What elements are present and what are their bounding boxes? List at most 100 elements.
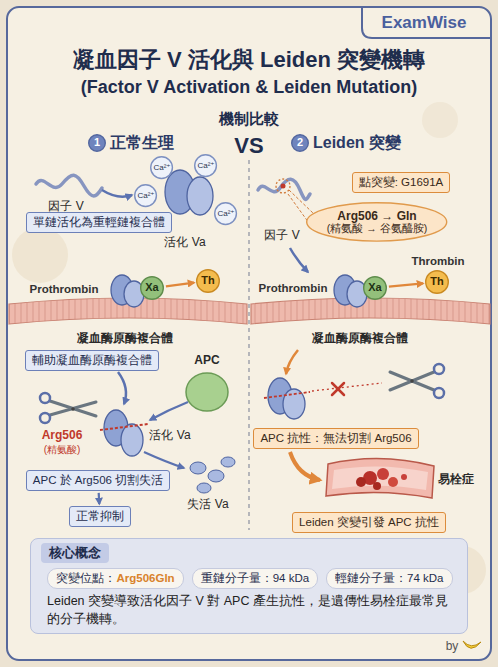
protein-label: Prothrombin [259,282,328,295]
banana-icon [463,641,481,648]
blocked-path [312,383,382,391]
circle-outline [141,277,164,300]
flow-arrow [290,452,320,480]
node-text: Leiden 突變導致活化因子 V 對 APC 產生抗性，是遺傳性易栓症最常見的… [47,593,453,628]
node-text: 正常抑制 [76,509,124,524]
connector [98,493,101,504]
node-text: Th [430,276,443,288]
mutation-box: 點突變: G1691A [352,172,451,193]
circle-outline [364,277,387,300]
process-box: 單鏈活化為重輕鏈複合體 [26,212,172,233]
protein-label: 失活 Va [187,498,228,512]
brand-tab [362,8,490,38]
section-heading: 機制比較 [219,110,279,127]
calcium-ion: Ca²⁺ [150,156,173,179]
concept-panel: 核心概念 Leiden 突變導致活化因子 V 對 APC 產生抗性，是遺傳性易栓症… [30,538,468,634]
process-box: 輔助凝血酶原酶複合體 [25,350,159,371]
flow-arrow [118,372,126,404]
enzyme-label: APC [194,354,219,368]
credit-text: by [446,640,459,654]
circle-outline [151,157,173,179]
node-text: Xa [368,282,381,294]
node-text: (精氨酸 → 谷氨醯胺) [327,223,427,234]
complex-label: 凝血酶原酶複合體 [77,332,173,346]
node-text: APC 於 Arg506 切割失活 [33,473,163,488]
flow-arrow [144,452,184,468]
condition-label: 易栓症 [438,473,474,487]
protein-label: 因子 V [264,229,299,243]
calcium-ion: Ca²⁺ [194,154,217,177]
fact-pill: 重鏈分子量：94 kDa [192,568,318,589]
node-text: Xa [145,282,158,294]
ellipse-outline [307,203,447,241]
circle-outline [292,135,309,152]
flow-arrow [290,248,308,272]
calcium-ion: Ca²⁺ [134,184,157,207]
protein-label: 活化 Va [149,429,190,443]
fact-pill: 輕鏈分子量：74 kDa [326,568,452,589]
node-text: Arg506 → Gln [337,210,416,223]
versus-text: VS [234,133,263,158]
process-box: APC 抗性：無法切割 Arg506 [253,428,418,449]
factor-xa: Xa [363,276,387,300]
divider [248,160,249,530]
circle-outline [215,203,237,225]
complex-label: 凝血酶原酶複合體 [312,332,408,346]
node-text: 2 [297,137,303,149]
node-text: 1 [94,137,100,149]
node-text: 重鏈分子量：94 kDa [201,572,309,584]
prothrombinase-left [111,275,144,307]
node-text: 核心概念 [41,543,109,563]
flow-arrow [286,350,298,374]
thrombin: Th [196,269,220,293]
prothrombinase-right [334,275,367,307]
node-text: 輔助凝血酶原酶複合體 [32,353,152,368]
connector [389,283,423,286]
node-text: Ca²⁺ [217,210,234,218]
protein-label: Thrombin [411,255,464,268]
calcium-ion: Ca²⁺ [214,202,237,225]
step-number: 2 [291,134,309,152]
node-text: Ca²⁺ [137,192,154,200]
title-text: 凝血因子 V 活化與 Leiden 突變機轉 [0,45,498,75]
factor-v-chain [36,175,132,196]
factor-xa: Xa [140,276,164,300]
circle-outline [195,155,217,177]
protein-label: Prothrombin [30,283,99,296]
brand-name: ExamWise [382,13,467,33]
node-text: APC 抗性：無法切割 Arg506 [260,431,411,446]
node-text: Th [201,275,214,287]
residue-label: Arg506 [42,429,83,443]
subtitle: (Factor V Activation & Leiden Mutation) [81,77,417,98]
node-text: Arg506Gln [116,572,174,584]
residue-note: (精氨酸) [44,444,81,456]
connector [166,283,194,287]
step-number: 1 [88,134,106,152]
protein-label: 活化 Va [164,236,205,250]
circle-outline [197,270,220,293]
node-text: 單鏈活化為重輕鏈複合體 [33,215,165,230]
cleavage-site [100,424,148,430]
thrombin: Th [425,270,449,294]
mutant-factor-v [258,179,314,230]
node-text: 點突變: G1691A [359,175,444,190]
card-frame [7,7,491,660]
circle-outline [135,185,157,207]
node-text: Ca²⁺ [153,164,170,172]
resistant-va [268,378,305,419]
result-box: Leiden 突變引發 APC 抗性 [292,512,446,533]
apc-protein [186,373,228,411]
scissors [390,364,444,398]
blocked-site [264,392,310,398]
node-text: 輕鏈分子量：74 kDa [335,572,443,584]
mutation-ellipse: Arg506 → Gln(精氨酸 → 谷氨醯胺) [306,202,447,242]
column-heading: 正常生理 [110,134,174,152]
column-heading: Leiden 突變 [313,134,401,152]
blood-clot [326,458,434,498]
process-box: APC 於 Arg506 切割失活 [26,470,170,491]
membrane [9,298,490,324]
cleaved-va [104,410,143,456]
node-text: 突變位點： [56,572,116,584]
result-box: 正常抑制 [69,506,131,527]
